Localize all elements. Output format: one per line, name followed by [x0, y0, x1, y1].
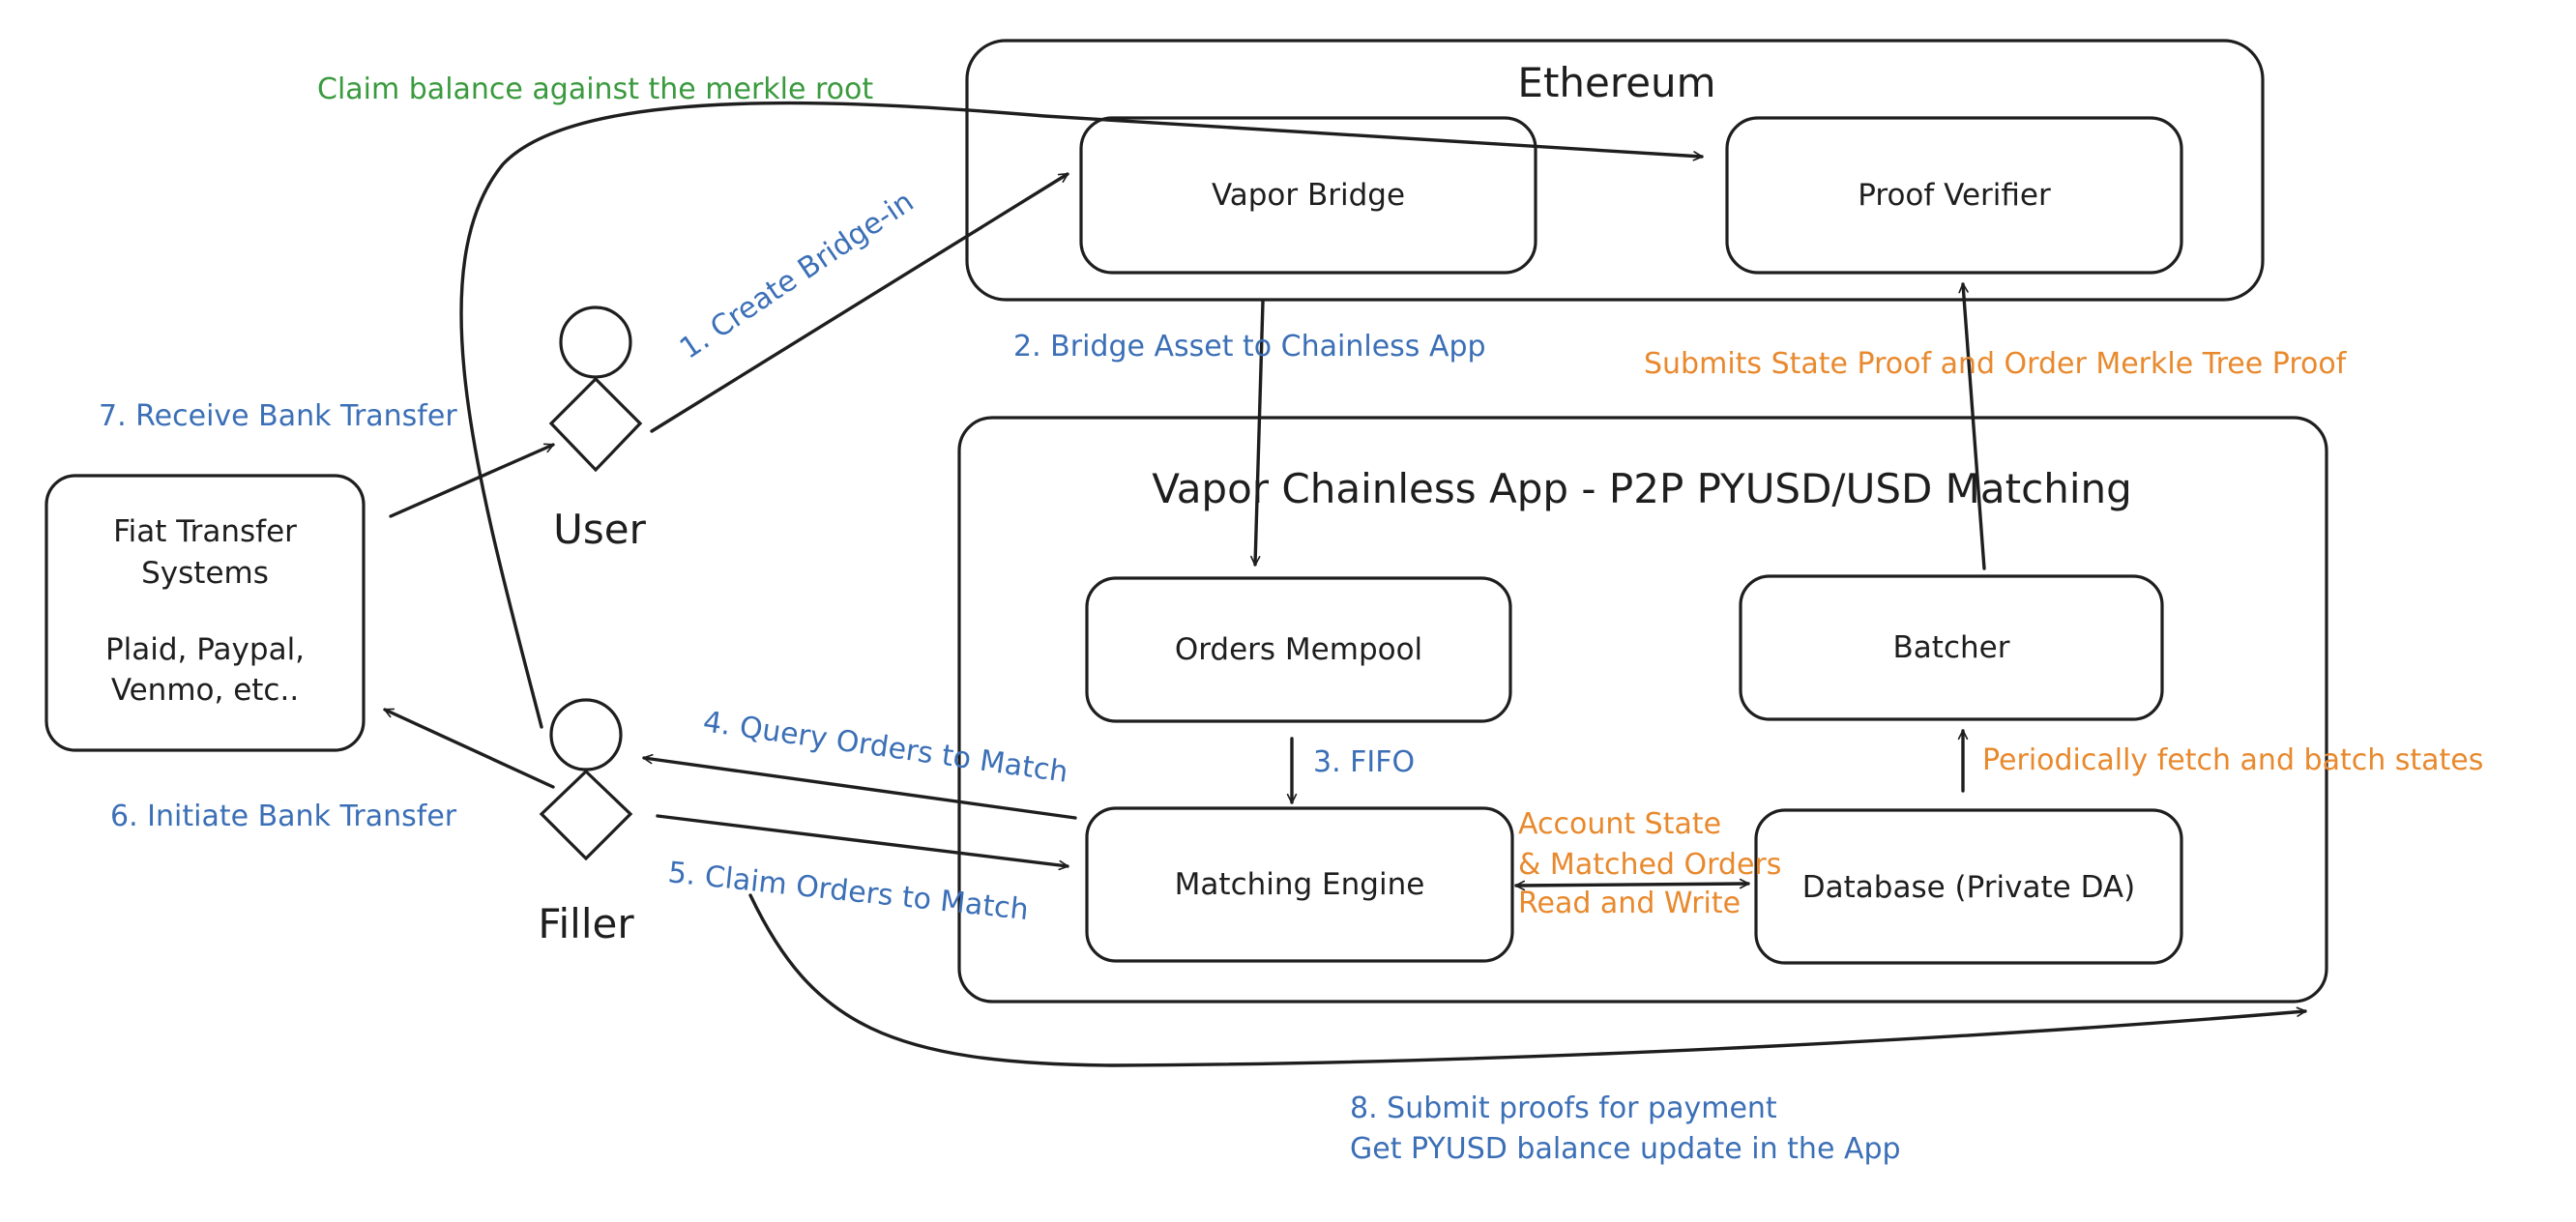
fiat-label-line2: Systems — [141, 556, 269, 591]
filler-actor-icon — [539, 698, 633, 861]
matching-engine-node: Matching Engine — [1085, 806, 1514, 963]
fifo-text: 3. FIFO — [1313, 745, 1415, 779]
batcher-node: Batcher — [1739, 574, 2164, 721]
fiat-label-line4: Venmo, etc.. — [111, 673, 299, 708]
edge-state-proof — [1958, 282, 1986, 570]
periodic-fetch-text: Periodically fetch and batch states — [1982, 743, 2483, 777]
edge-read-write — [1514, 878, 1750, 891]
database-node: Database (Private DA) — [1754, 808, 2183, 965]
submit-proofs-line2: Get PYUSD balance update in the App — [1350, 1132, 1901, 1166]
edge-bridge-asset — [1250, 300, 1265, 567]
fiat-label-line1: Fiat Transfer — [113, 514, 297, 549]
edge-claim-orders — [656, 814, 1069, 871]
edge-create-bridge — [650, 172, 1069, 433]
orders-mempool-label: Orders Mempool — [1175, 632, 1422, 667]
chainless-app-title: Vapor Chainless App - P2P PYUSD/USD Matc… — [1152, 465, 2132, 512]
user-actor-icon — [548, 306, 643, 473]
create-bridge-text: 1. Create Bridge-in — [674, 185, 920, 365]
proof-verifier-label: Proof Verifier — [1858, 178, 2051, 213]
state-proof-text: Submits State Proof and Order Merkle Tre… — [1644, 347, 2348, 381]
ethereum-container — [965, 39, 2265, 302]
account-state-line1: Account State — [1518, 807, 1721, 841]
bridge-asset-text: 2. Bridge Asset to Chainless App — [1013, 330, 1486, 364]
claim-orders-text: 5. Claim Orders to Match — [666, 856, 1030, 927]
vapor-bridge-node: Vapor Bridge — [1079, 116, 1537, 275]
account-state-line2: & Matched Orders — [1518, 848, 1781, 882]
query-orders-text: 4. Query Orders to Match — [701, 705, 1070, 790]
receive-transfer-text: 7. Receive Bank Transfer — [99, 399, 457, 433]
vapor-bridge-label: Vapor Bridge — [1212, 178, 1405, 213]
filler-actor-label: Filler — [538, 900, 634, 947]
user-actor-label: User — [553, 506, 646, 553]
fiat-transfer-node: Fiat Transfer Systems Plaid, Paypal, Ven… — [44, 474, 366, 752]
edge-query-orders — [642, 753, 1077, 820]
edge-initiate-transfer — [383, 708, 555, 789]
orders-mempool-node: Orders Mempool — [1085, 576, 1512, 723]
claim-merkle-text: Claim balance against the merkle root — [317, 73, 873, 106]
chainless-app-container — [957, 416, 2328, 1004]
edge-receive-transfer — [389, 443, 555, 518]
database-label: Database (Private DA) — [1802, 870, 2135, 905]
initiate-transfer-text: 6. Initiate Bank Transfer — [110, 800, 457, 833]
account-state-line3: Read and Write — [1518, 887, 1741, 920]
fiat-label-line3: Plaid, Paypal, — [105, 632, 305, 667]
proof-verifier-node: Proof Verifier — [1725, 116, 2183, 275]
submit-proofs-line1: 8. Submit proofs for payment — [1350, 1091, 1777, 1125]
edge-claim-merkle — [459, 101, 1704, 729]
edge-submit-proofs — [748, 893, 2307, 1067]
batcher-label: Batcher — [1893, 630, 2010, 665]
ethereum-title: Ethereum — [1517, 59, 1715, 106]
matching-engine-label: Matching Engine — [1175, 867, 1425, 902]
